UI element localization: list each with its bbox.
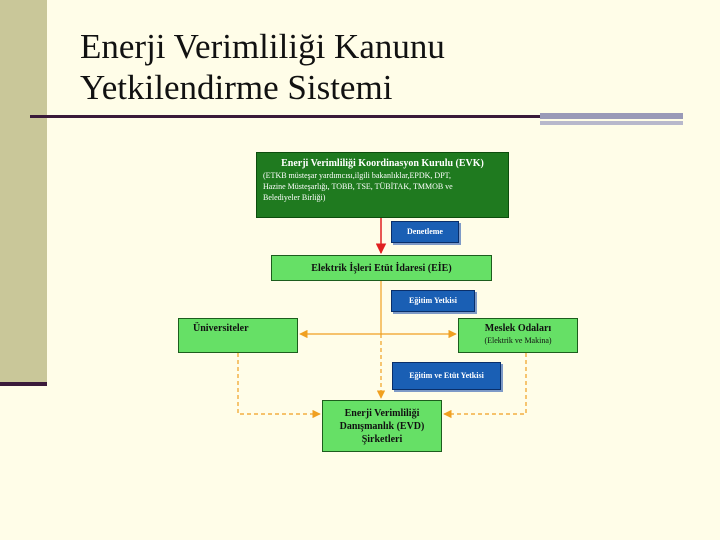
evk-title: Enerji Verimliliği Koordinasyon Kurulu (… bbox=[281, 158, 484, 169]
dashed-meslek-to-evd bbox=[443, 353, 527, 419]
universiteler-node: Üniversiteler bbox=[178, 318, 298, 353]
evd-line-1: Enerji Verimliliği bbox=[344, 407, 420, 419]
egitim-etut-yetkisi-label: Eğitim ve Etüt Yetkisi bbox=[392, 362, 501, 390]
meslek-odalari-sub: (Elektrik ve Makina) bbox=[484, 336, 552, 345]
title-underline bbox=[30, 115, 540, 118]
slide-side-bar bbox=[0, 0, 47, 382]
evd-line-2: Danışmanlık (EVD) bbox=[339, 420, 425, 432]
eie-node: Elektrik İşleri Etüt İdaresi (EİE) bbox=[271, 255, 492, 281]
evd-node: Enerji Verimliliği Danışmanlık (EVD) Şir… bbox=[322, 400, 442, 452]
meslek-odalari-title: Meslek Odaları bbox=[484, 323, 552, 334]
slide-side-bar-foot bbox=[0, 382, 47, 386]
evd-line-3: Şirketleri bbox=[361, 433, 403, 445]
slide-title-line-2: Yetkilendirme Sistemi bbox=[80, 68, 393, 107]
slide-title-line-1: Enerji Verimliliği Kanunu bbox=[80, 27, 445, 66]
evk-members-line-1: (ETKB müsteşar yardımcısı,ilgili bakanlı… bbox=[263, 171, 451, 180]
denetleme-label: Denetleme bbox=[391, 221, 459, 243]
dashed-universiteler-to-evd bbox=[237, 353, 321, 419]
slide-title: Enerji Verimliliği Kanunu Yetkilendirme … bbox=[80, 26, 445, 108]
egitim-yetkisi-label: Eğitim Yetkisi bbox=[391, 290, 475, 312]
title-underline-accent-2 bbox=[540, 121, 683, 125]
evk-members-line-3: Belediyeler Birliği) bbox=[263, 193, 326, 202]
meslek-odalari-node: Meslek Odaları (Elektrik ve Makina) bbox=[458, 318, 578, 353]
evk-members-line-2: Hazine Müsteşarlığı, TOBB, TSE, TÜBİTAK,… bbox=[263, 182, 453, 191]
title-underline-accent bbox=[540, 113, 683, 119]
evk-node: Enerji Verimliliği Koordinasyon Kurulu (… bbox=[256, 152, 509, 218]
